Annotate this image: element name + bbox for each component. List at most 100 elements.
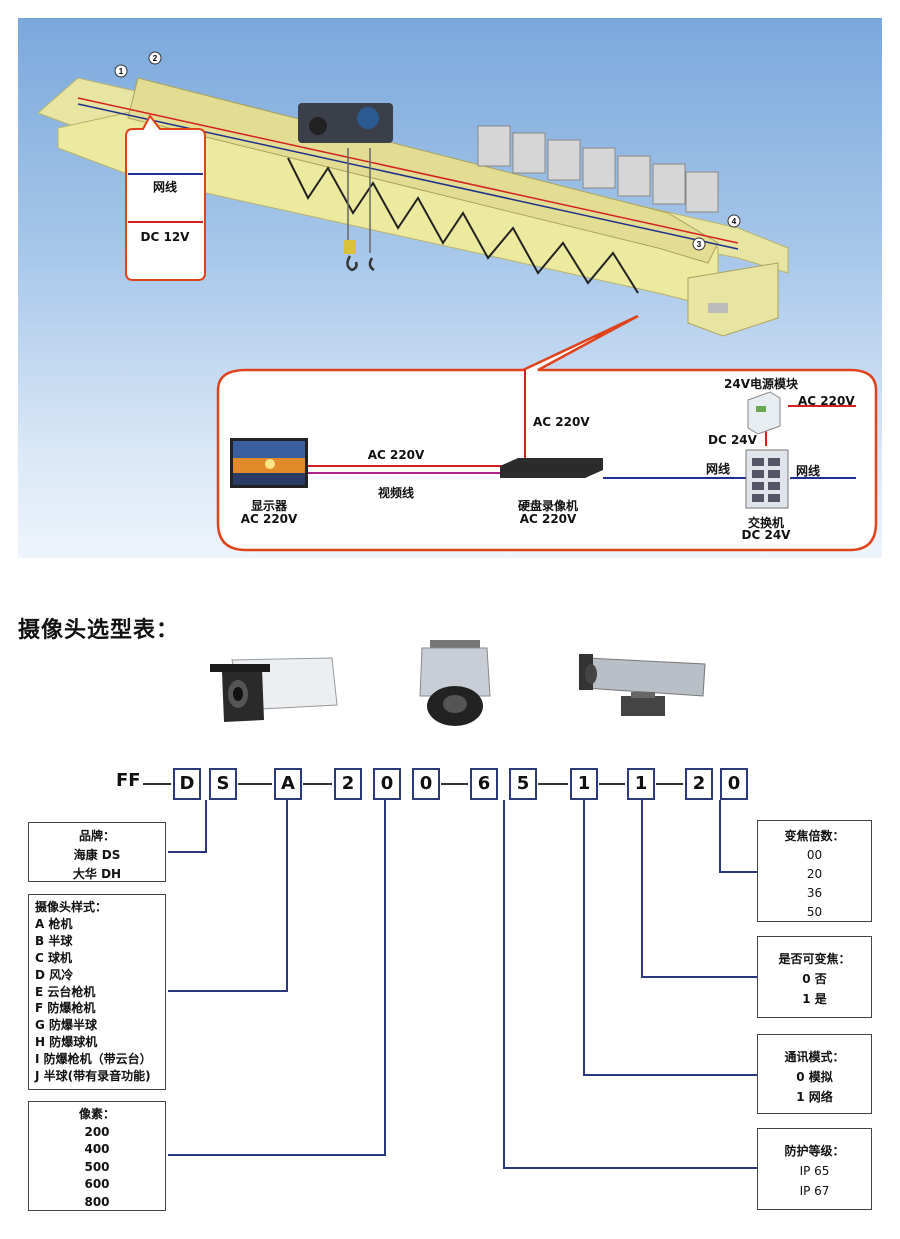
code-char-11: 2	[685, 768, 713, 800]
brand-item: 大华 DH	[72, 867, 122, 881]
zoom-item: 36	[806, 886, 823, 900]
dash	[441, 783, 468, 785]
code-char-2: S	[209, 768, 237, 800]
marker-2: 2	[153, 54, 158, 63]
protection-header: 防护等级：	[784, 1144, 845, 1158]
ac-top-label: AC 220V	[533, 415, 590, 429]
style-item: B 半球	[35, 933, 73, 948]
callout-dc-label: DC 12V	[140, 230, 190, 244]
connector-zoom	[719, 871, 757, 873]
dash	[656, 783, 683, 785]
marker-4: 4	[732, 217, 737, 226]
marker-1: 1	[119, 67, 124, 76]
dvr-power: AC 220V	[519, 512, 577, 526]
psu-icon	[747, 391, 781, 435]
switch-net-left: 网线	[706, 462, 731, 476]
switch-power: DC 24V	[741, 528, 791, 542]
crane-illustration: 1 2 3 4	[37, 51, 878, 552]
psu-name: 24V电源模块	[724, 377, 798, 391]
protection-item: IP 65	[799, 1164, 830, 1178]
zoom-box: 变焦倍数： 00 20 36 50	[757, 820, 872, 922]
explosion-proof-camera-icon	[579, 654, 706, 716]
callout-net-label: 网线	[152, 180, 178, 194]
brand-header: 品牌：	[78, 829, 115, 843]
selection-title: 摄像头选型表：	[18, 618, 180, 643]
style-item: H 防爆球机	[35, 1035, 98, 1050]
monitor-power: AC 220V	[240, 512, 298, 526]
dash	[599, 783, 625, 785]
code-char-12: 0	[720, 768, 748, 800]
protection-box: 防护等级： IP 65 IP 67	[757, 1128, 872, 1210]
brand-item: 海康 DS	[73, 848, 121, 862]
pixels-item: 600	[84, 1177, 110, 1191]
connector-zoomable	[641, 800, 643, 977]
ac-mid-label: AC 220V	[367, 448, 425, 462]
connector-zoom	[719, 800, 721, 872]
style-item: A 枪机	[35, 916, 73, 931]
zoomable-item: 1 是	[802, 992, 827, 1006]
model-prefix: FF	[116, 770, 141, 791]
connector-comm	[583, 1074, 757, 1076]
zoomable-header: 是否可变焦：	[778, 952, 851, 966]
comm-item: 1 网络	[796, 1090, 833, 1104]
connector-brand	[205, 800, 207, 852]
zoom-item: 20	[806, 867, 823, 881]
video-line-label: 视频线	[377, 486, 415, 500]
switch-net-right: 网线	[796, 464, 821, 478]
dvr-icon	[500, 458, 603, 478]
style-item: C 球机	[35, 950, 72, 965]
dash	[238, 783, 272, 785]
connector-style	[286, 800, 288, 991]
pixels-box: 像素： 200 400 500 600 800	[28, 1101, 166, 1211]
style-item: E 云台枪机	[35, 984, 96, 999]
connector-brand	[168, 851, 207, 853]
monitor-name: 显示器	[250, 499, 288, 513]
code-char-7: 6	[470, 768, 498, 800]
left-callout-outline	[125, 114, 206, 281]
code-char-10: 1	[627, 768, 655, 800]
pixels-item: 400	[84, 1142, 110, 1156]
dash	[303, 783, 332, 785]
comm-box: 通讯模式： 0 模拟 1 网络	[757, 1034, 872, 1114]
pixels-header: 像素：	[78, 1107, 115, 1121]
bullet-camera-icon	[210, 657, 338, 722]
comm-item: 0 模拟	[796, 1070, 833, 1084]
zoom-item: 00	[806, 848, 823, 862]
psu-dc: DC 24V	[708, 433, 757, 447]
connector-protection	[503, 1167, 757, 1169]
connector-comm	[583, 800, 585, 1075]
connector-style	[168, 990, 288, 992]
protection-item: IP 67	[799, 1184, 830, 1198]
code-char-8: 5	[509, 768, 537, 800]
marker-3: 3	[697, 240, 702, 249]
zoom-item: 50	[806, 905, 823, 919]
network-callout-outline	[216, 314, 878, 552]
code-char-9: 1	[570, 768, 598, 800]
code-char-6: 0	[412, 768, 440, 800]
brand-box: 品牌： 海康 DS 大华 DH	[28, 822, 166, 882]
style-item: G 防爆半球	[35, 1018, 98, 1033]
crane-scene: 1 2 3 4	[18, 18, 882, 558]
dash	[143, 783, 171, 785]
code-char-3: A	[274, 768, 302, 800]
pixels-item: 200	[84, 1124, 110, 1139]
dome-camera-icon	[419, 640, 491, 726]
pixels-item: 500	[84, 1159, 110, 1174]
dash	[538, 783, 568, 785]
connector-protection	[503, 800, 505, 1168]
switch-name: 交换机	[747, 516, 785, 530]
style-item: J 半球(带有录音功能)	[35, 1069, 151, 1084]
code-char-1: D	[173, 768, 201, 800]
psu-ac: AC 220V	[798, 394, 855, 408]
code-char-5: 0	[373, 768, 401, 800]
zoomable-box: 是否可变焦： 0 否 1 是	[757, 936, 872, 1018]
connector-pixels	[168, 1154, 386, 1156]
style-header: 摄像头样式：	[35, 900, 108, 914]
zoomable-item: 0 否	[802, 972, 827, 986]
code-char-4: 2	[334, 768, 362, 800]
connector-zoomable	[641, 976, 757, 978]
zoom-header: 变焦倍数：	[784, 829, 845, 843]
connector-pixels	[384, 800, 386, 1155]
pixels-item: 800	[84, 1194, 110, 1209]
style-item: F 防爆枪机	[35, 1001, 96, 1016]
